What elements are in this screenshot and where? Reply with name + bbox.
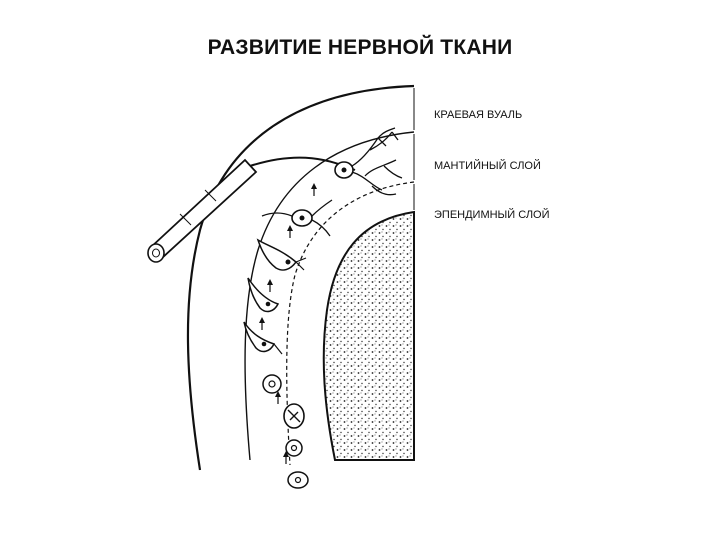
slide-title: РАЗВИТИЕ НЕРВНОЙ ТКАНИ	[207, 36, 513, 59]
outer-boundary-line	[186, 84, 415, 471]
migration-arrows	[259, 183, 317, 464]
germinal-cell-1	[262, 374, 282, 394]
axon-bundle	[147, 156, 356, 263]
label-ependymal-layer: ЭПЕНДИМНЫЙ СЛОЙ	[434, 209, 550, 221]
neural-canal-lumen	[322, 210, 415, 461]
marginal-mantle-boundary-line	[244, 131, 415, 461]
neuroblast-3	[247, 277, 280, 313]
germinal-cell-3	[287, 471, 309, 489]
label-marginal-zone: КРАЕВАЯ ВУАЛЬ	[434, 109, 523, 121]
neuroblast-2	[256, 238, 307, 271]
germinal-cell-dividing	[283, 403, 305, 429]
mature-neuron	[334, 127, 403, 196]
germinal-cell-2	[285, 439, 303, 457]
label-mantle-layer: МАНТИЙНЫЙ СЛОЙ	[434, 160, 541, 172]
neuroblast-1	[261, 199, 333, 237]
neuroblast-4	[243, 321, 283, 355]
